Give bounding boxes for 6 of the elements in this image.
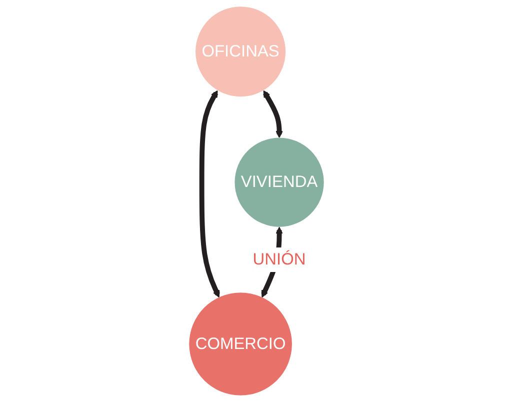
node-circle: OFICINAS bbox=[196, 6, 286, 97]
node-circle: COMERCIO bbox=[189, 292, 292, 396]
node-circle: VIVIENDA bbox=[234, 138, 324, 227]
arrow bbox=[263, 90, 283, 138]
arrow bbox=[199, 90, 220, 298]
edge-label: UNIÓN bbox=[252, 250, 306, 269]
